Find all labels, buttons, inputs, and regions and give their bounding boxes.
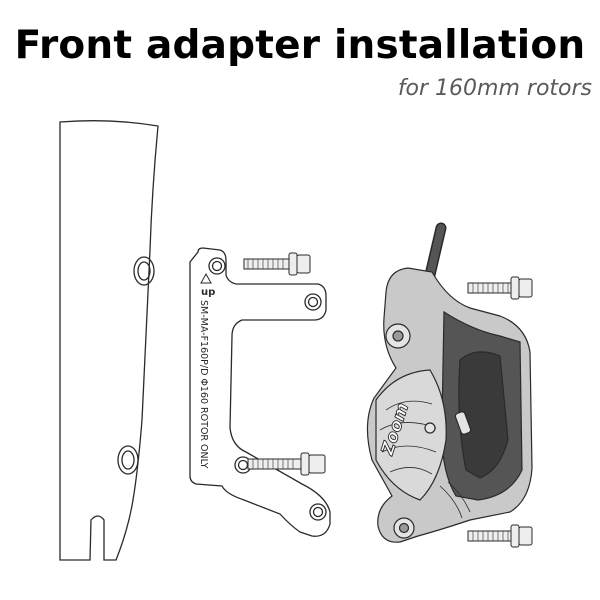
- fork-leg: [59, 120, 159, 561]
- mounting-bolt: [467, 524, 533, 548]
- page-title: Front adapter installation: [14, 23, 586, 68]
- mounting-bolt: [247, 452, 326, 476]
- adapter-bracket: [189, 247, 331, 537]
- mounting-bolt: [467, 276, 533, 300]
- brake-caliper: [366, 267, 533, 543]
- mounting-bolt: [243, 252, 311, 276]
- adapter-marking: SM-MA-F160P/D Φ160 ROTOR ONLY: [198, 300, 209, 469]
- page-subtitle: for 160mm rotors: [397, 76, 592, 101]
- up-arrow-label: up: [201, 287, 215, 298]
